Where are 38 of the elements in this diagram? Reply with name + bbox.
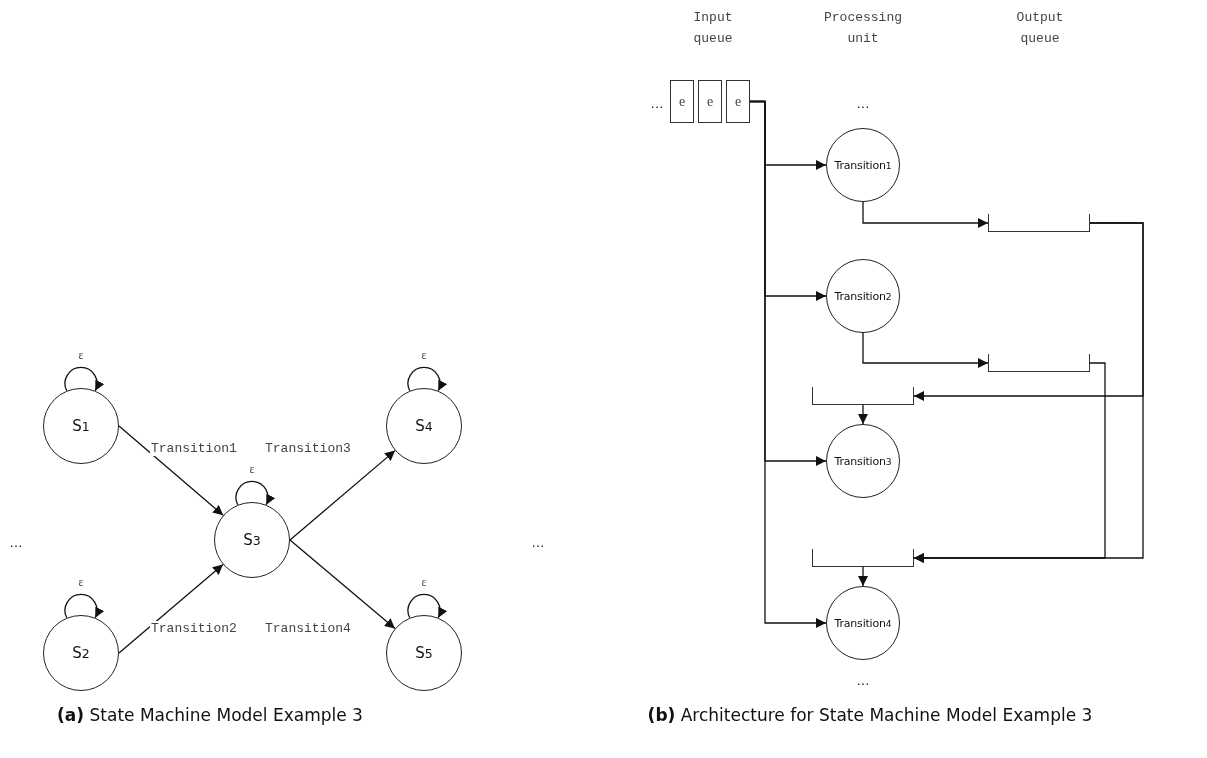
caption: (b) Architecture for State Machine Model Example 3: [647, 705, 1093, 725]
queue-slot: [812, 387, 914, 405]
self-loop-arrow: [407, 593, 447, 619]
queue-slot: [988, 354, 1090, 372]
self-loop-arrow: [64, 366, 104, 392]
edge-label: Transition1: [150, 441, 238, 456]
edge-label: ε: [421, 347, 427, 363]
self-loop-arrow: [235, 480, 275, 506]
edge-label: ε: [78, 574, 84, 590]
arrow: [913, 362, 1106, 563]
edge-label: ε: [249, 461, 255, 477]
edge-label: ε: [78, 347, 84, 363]
arrow: [749, 100, 827, 628]
queue-cell: e: [726, 80, 750, 123]
arrow: [118, 563, 224, 654]
queue-cell: e: [670, 80, 694, 123]
ellipsis: …: [856, 672, 870, 688]
arrow: [858, 566, 868, 587]
self-loop-arrow: [407, 366, 447, 392]
ellipsis: …: [650, 95, 664, 111]
ellipsis: …: [531, 534, 545, 550]
arrow: [862, 332, 989, 368]
queue-slot: [812, 549, 914, 567]
arrow: [289, 449, 396, 541]
column-heading: Input queue: [692, 9, 734, 48]
ellipsis: …: [856, 95, 870, 111]
queue-slot: [988, 214, 1090, 232]
caption: (a) State Machine Model Example 3: [57, 705, 363, 725]
ellipsis: …: [9, 534, 23, 550]
arrow: [858, 404, 868, 425]
arrow: [862, 201, 989, 228]
column-heading: Output queue: [1015, 9, 1065, 48]
arrow: [289, 539, 396, 630]
edge-label: ε: [421, 574, 427, 590]
column-heading: Processing unit: [823, 9, 903, 48]
arrow: [118, 425, 224, 516]
queue-cell: e: [698, 80, 722, 123]
self-loop-arrow: [64, 593, 104, 619]
